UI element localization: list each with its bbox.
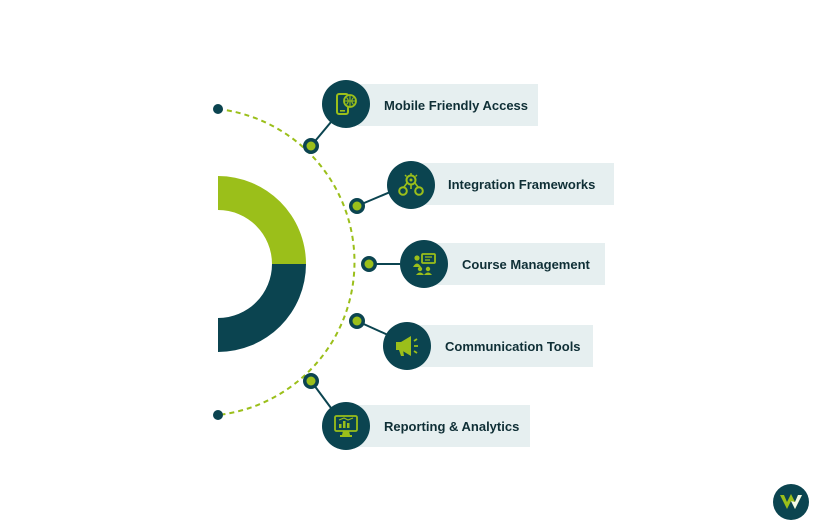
classroom-presentation-icon bbox=[400, 240, 448, 288]
megaphone-icon bbox=[383, 322, 431, 370]
arc-end-dot-top bbox=[213, 104, 223, 114]
feature-label: Course Management bbox=[462, 256, 590, 272]
feature-label: Communication Tools bbox=[445, 338, 581, 354]
arc-node-3 bbox=[361, 256, 377, 272]
integration-gears-icon bbox=[387, 161, 435, 209]
half-ring-top bbox=[218, 176, 306, 264]
feature-card-course-management: Course Management bbox=[432, 243, 605, 285]
arc-node-2 bbox=[349, 198, 365, 214]
analytics-monitor-icon bbox=[322, 402, 370, 450]
feature-card-mobile-access: Mobile Friendly Access bbox=[358, 84, 538, 126]
half-ring-bottom bbox=[218, 264, 306, 352]
arc-node-4 bbox=[349, 313, 365, 329]
brand-logo-icon bbox=[773, 484, 809, 520]
feature-label: Reporting & Analytics bbox=[384, 418, 520, 434]
arc-end-dot-bottom bbox=[213, 410, 223, 420]
feature-card-reporting: Reporting & Analytics bbox=[358, 405, 530, 447]
feature-label: Integration Frameworks bbox=[448, 176, 596, 192]
feature-card-integration: Integration Frameworks bbox=[420, 163, 614, 205]
feature-label: Mobile Friendly Access bbox=[384, 97, 529, 113]
arc-node-1 bbox=[303, 138, 319, 154]
mobile-globe-icon bbox=[322, 80, 370, 128]
feature-card-communication: Communication Tools bbox=[415, 325, 593, 367]
dashed-arc bbox=[217, 108, 356, 416]
arc-node-5 bbox=[303, 373, 319, 389]
